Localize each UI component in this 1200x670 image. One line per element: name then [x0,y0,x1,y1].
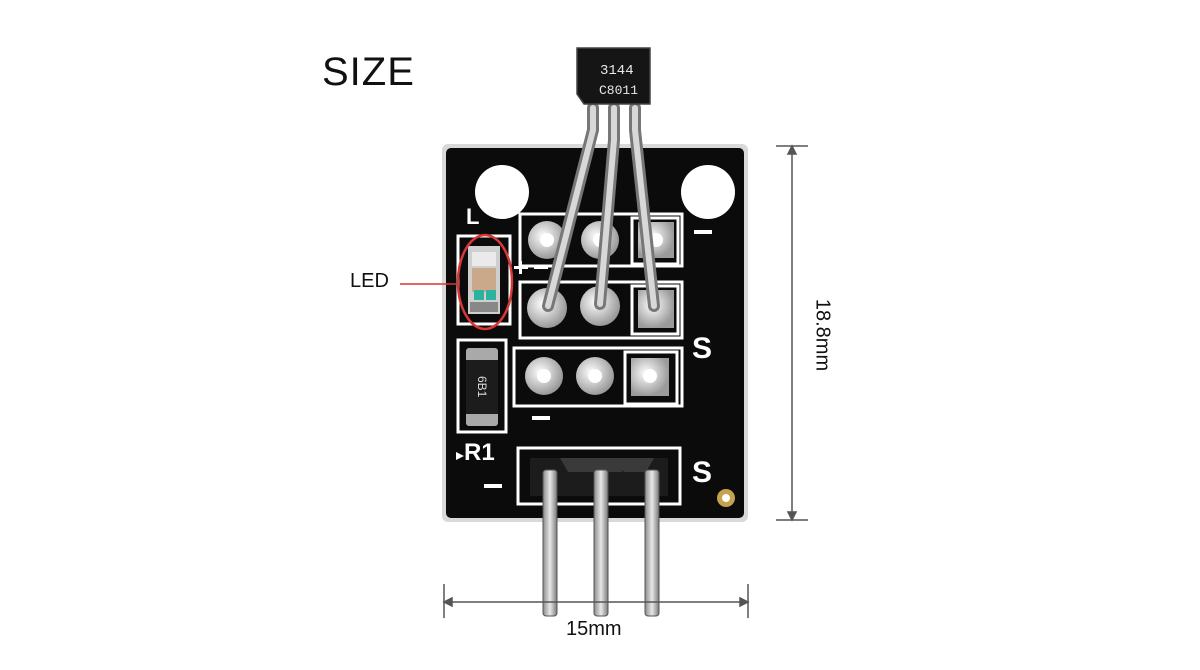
led-component [456,234,512,326]
sensor-leads [542,102,660,312]
silk-s-upper: S [692,332,712,365]
height-dimension-line [776,144,808,522]
page-title: SIZE [322,50,415,94]
mounting-holes [475,165,735,219]
silkscreen: L S S R1 [456,204,712,489]
silk-r1: R1 [464,439,495,466]
chip-label-line1: 3144 [600,63,634,79]
led-label: LED [350,270,389,292]
header-pins [542,469,660,617]
hall-sensor-chip: 3144 C8011 [576,47,651,105]
resistor-component: 6B1 [456,338,508,434]
chip-label-line2: C8011 [599,83,638,98]
resistor-code: 6B1 [475,376,489,398]
silk-s-lower: S [692,456,712,489]
led-callout [400,233,514,331]
height-dimension-label: 18.8mm [811,298,834,372]
silk-l-mark: L [466,204,479,229]
width-dimension-line [442,584,750,618]
pad-row-bottom [525,357,669,396]
width-dimension-label: 15mm [566,618,622,640]
